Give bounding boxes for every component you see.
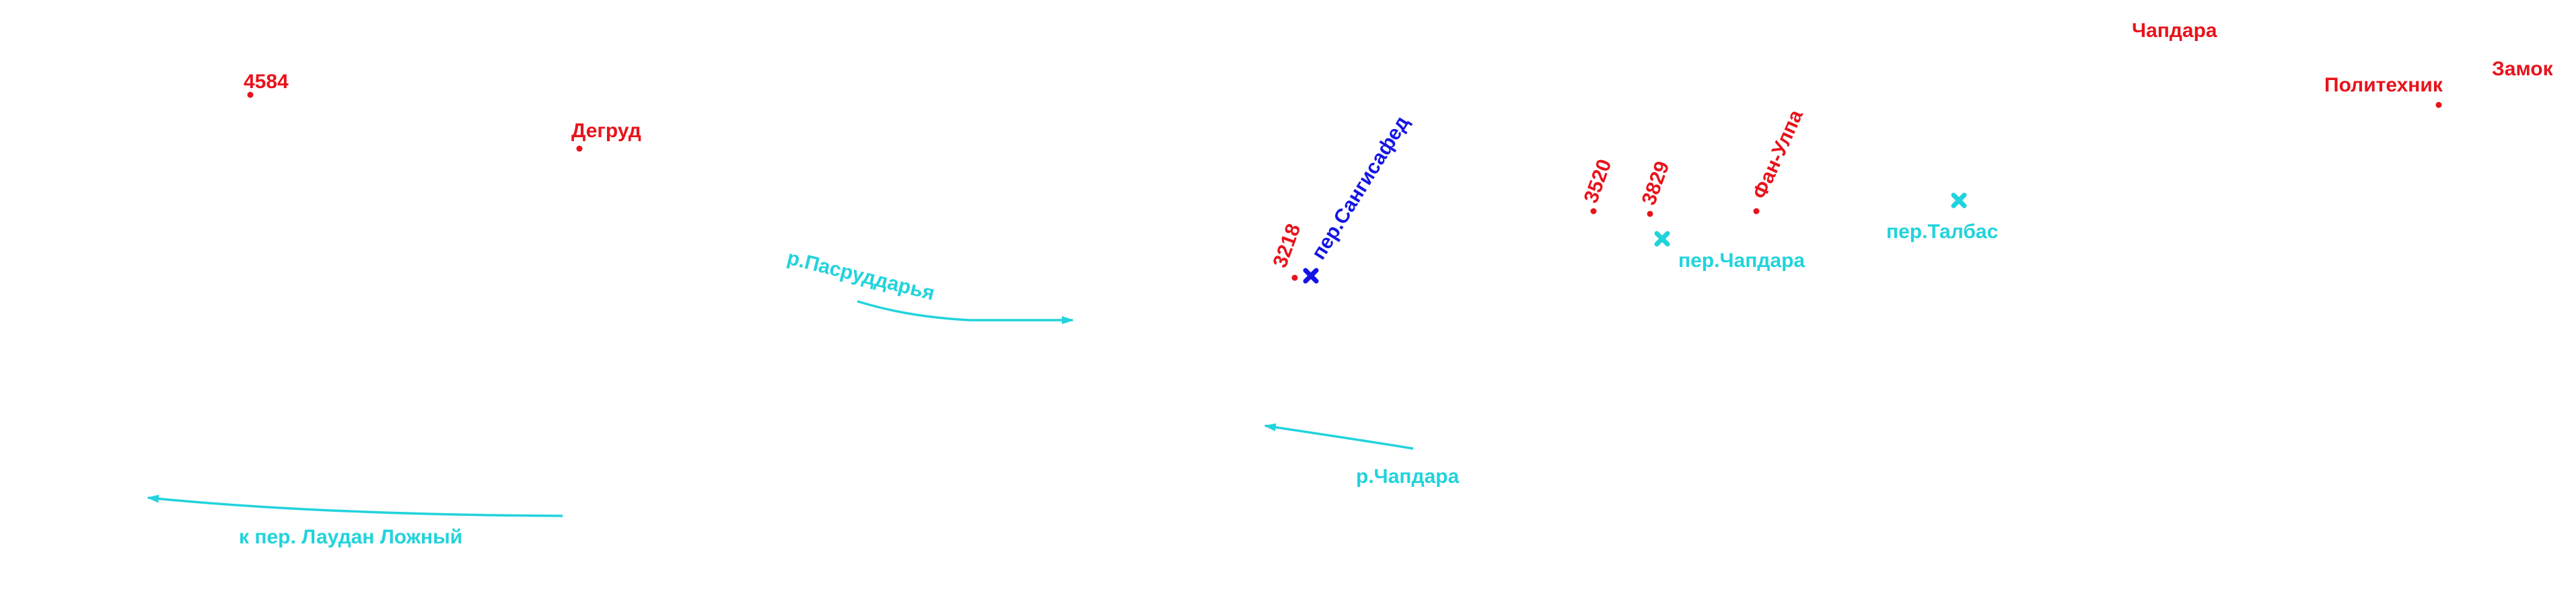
summit-dot-icon	[1647, 211, 1653, 217]
river-pasruddarya[interactable]: р.Пасруддарья	[785, 247, 1074, 324]
summit-politekhnik[interactable]: Политехник	[2324, 74, 2443, 108]
pass-chapdara[interactable]: пер.Чапдара	[1654, 231, 1805, 272]
summit-label: 4584	[244, 71, 289, 93]
direction-laudan-lozhny[interactable]: к пер. Лаудан Ложный	[147, 494, 563, 548]
summit-label: 3520	[1580, 156, 1616, 206]
pass-talbas[interactable]: пер.Талбас	[1886, 192, 1998, 243]
pass-sangisafed[interactable]: пер.Сангисафед	[1303, 112, 1414, 284]
summit-label: Дегруд	[571, 120, 641, 142]
pass-label: пер.Чапдара	[1678, 250, 1805, 272]
summit-label: 3218	[1269, 221, 1305, 270]
summit-3520[interactable]: 3520	[1580, 156, 1616, 215]
flow-arrow-icon	[857, 300, 1074, 324]
summit-3829[interactable]: 3829	[1638, 158, 1674, 217]
river-chapdara[interactable]: р.Чапдара	[1264, 423, 1460, 488]
river-label: р.Пасруддарья	[785, 247, 937, 305]
pass-label: пер.Талбас	[1886, 221, 1998, 243]
pass-cross-icon	[1951, 192, 1967, 208]
summit-label: Политехник	[2324, 74, 2443, 96]
summit-label: Чапдара	[2132, 20, 2217, 42]
summit-chapdara[interactable]: Чапдара	[2132, 20, 2217, 42]
pass-cross-icon	[1654, 231, 1670, 247]
pass-cross-icon	[1303, 268, 1319, 284]
summit-degrud[interactable]: Дегруд	[571, 120, 641, 152]
summit-label: 3829	[1638, 158, 1674, 208]
summit-dot-icon	[1291, 274, 1298, 281]
river-label: р.Чапдара	[1356, 465, 1460, 488]
direction-arrow-icon	[147, 494, 563, 517]
summit-3218[interactable]: 3218	[1269, 221, 1305, 281]
summit-dot-icon	[2435, 102, 2442, 108]
summit-dot-icon	[1753, 208, 1760, 215]
summit-dot-icon	[1590, 208, 1597, 215]
summit-zamok[interactable]: Замок	[2492, 58, 2554, 80]
summit-label: Замок	[2492, 58, 2554, 80]
summit-dot-icon	[247, 91, 254, 98]
pass-label: пер.Сангисафед	[1308, 112, 1414, 264]
flow-arrow-icon	[1264, 423, 1414, 450]
direction-label: к пер. Лаудан Ложный	[239, 526, 462, 548]
summit-4584[interactable]: 4584	[244, 71, 289, 98]
summit-label: Фан-Улпа	[1748, 106, 1808, 202]
summit-dot-icon	[576, 145, 583, 152]
summit-fan-ulpa[interactable]: Фан-Улпа	[1748, 106, 1808, 215]
